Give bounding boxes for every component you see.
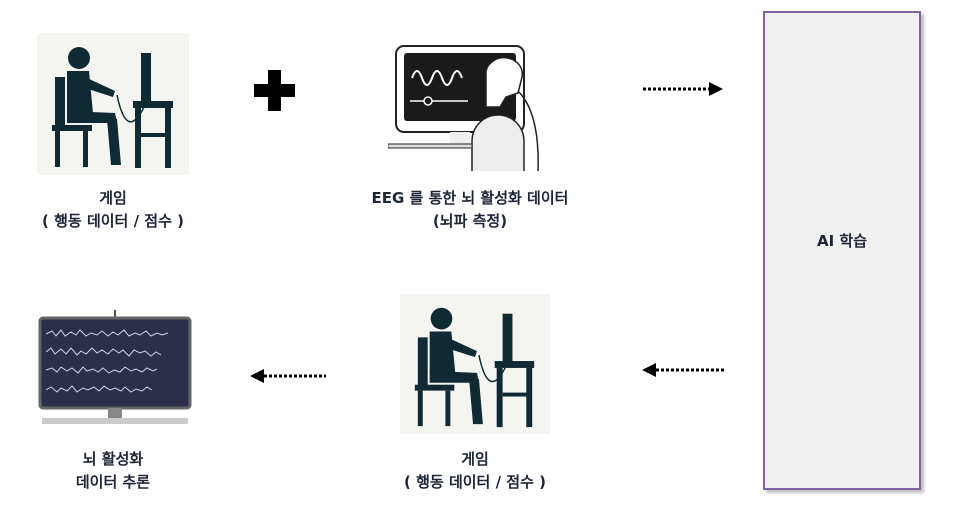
ai-learning-label: AI 학습 xyxy=(816,232,867,250)
inference-label: 뇌 활성화 데이터 추론 xyxy=(0,448,226,494)
arrow-right-icon xyxy=(643,82,723,96)
eeg-label: EEG 를 통한 뇌 활성화 데이터 (뇌파 측정) xyxy=(320,187,620,233)
game-label-top: 게임 ( 행동 데이터 / 점수 ) xyxy=(0,187,226,233)
game-subtitle: ( 행동 데이터 / 점수 ) xyxy=(404,473,546,491)
game-title: 게임 xyxy=(461,450,489,468)
game-label-bottom: 게임 ( 행동 데이터 / 점수 ) xyxy=(362,448,588,494)
eeg-subtitle: (뇌파 측정) xyxy=(432,212,508,230)
arrow-left-icon xyxy=(250,369,326,383)
brainwave-monitor-illustration xyxy=(38,310,192,424)
gamer-illustration xyxy=(400,294,550,434)
inference-subtitle: 데이터 추론 xyxy=(75,473,151,491)
arrow-left-icon xyxy=(642,363,726,377)
plus-icon xyxy=(254,70,295,111)
game-subtitle: ( 행동 데이터 / 점수 ) xyxy=(42,212,184,230)
inference-title: 뇌 활성화 xyxy=(82,450,144,468)
game-title: 게임 xyxy=(99,189,127,207)
gamer-illustration xyxy=(37,33,189,175)
ai-learning-box: AI 학습 xyxy=(763,11,921,490)
eeg-title: EEG 를 통한 뇌 활성화 데이터 xyxy=(371,189,569,207)
eeg-illustration xyxy=(388,45,539,172)
